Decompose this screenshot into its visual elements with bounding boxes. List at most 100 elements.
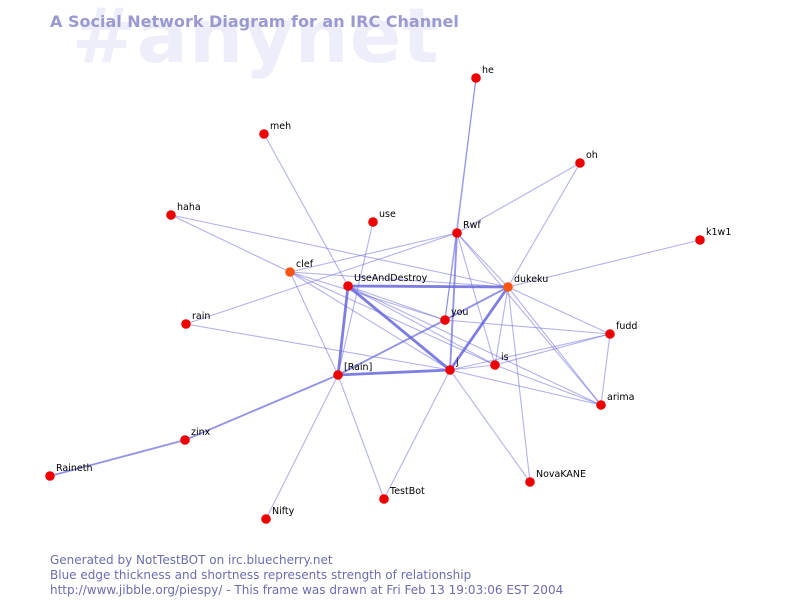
channel-watermark: #anynet bbox=[72, 0, 440, 80]
edge-clef-dukeku bbox=[289, 271, 509, 288]
edge-rain-j bbox=[337, 368, 451, 377]
node-use: use bbox=[368, 209, 396, 227]
node-dot-fudd bbox=[605, 329, 615, 339]
node-dot-j bbox=[445, 365, 455, 375]
edge-rwf-j bbox=[449, 232, 458, 371]
edge-dukeku-is bbox=[494, 286, 509, 366]
edge-dukeku-novakane bbox=[507, 286, 531, 483]
edge-rwf-is bbox=[456, 232, 496, 366]
node-label-rain: rain bbox=[192, 311, 210, 322]
node-label-rwf: Rwf bbox=[463, 220, 481, 231]
node-testbot: TestBot bbox=[379, 486, 425, 504]
edge-j-is bbox=[449, 364, 496, 371]
edge-clef-rain bbox=[289, 271, 339, 376]
node-dot-raineth bbox=[45, 471, 55, 481]
node-label-meh: meh bbox=[270, 121, 291, 132]
node-j: j bbox=[445, 357, 459, 375]
edge-rwf-dukeku bbox=[456, 232, 509, 288]
edge-rain-testbot bbox=[337, 374, 385, 500]
node-dot-nifty bbox=[261, 514, 271, 524]
node-label-you: you bbox=[451, 307, 468, 318]
node-nifty: Nifty bbox=[261, 506, 295, 524]
node-label-useanddestroy: UseAndDestroy bbox=[354, 273, 428, 284]
node-dot-haha bbox=[166, 210, 176, 220]
node-dot-is bbox=[490, 360, 500, 370]
node-label-use: use bbox=[379, 209, 396, 220]
node-label-dukeku: dukeku bbox=[514, 274, 548, 285]
footer-timestamp: http://www.jibble.org/piespy/ - This fra… bbox=[50, 583, 564, 597]
edge-you-dukeku bbox=[444, 286, 509, 321]
node-dukeku: dukeku bbox=[503, 274, 548, 292]
edge-j-testbot bbox=[383, 369, 451, 500]
node-label-he: he bbox=[482, 65, 494, 76]
node-dot-arima bbox=[596, 400, 606, 410]
node-haha: haha bbox=[166, 202, 201, 220]
node-zinx: zinx bbox=[180, 427, 211, 445]
node-label-nifty: Nifty bbox=[272, 506, 295, 517]
edge-rain-j bbox=[185, 323, 451, 371]
edge-use-rain bbox=[337, 221, 374, 376]
edge-is-fudd bbox=[494, 333, 611, 366]
node-dot-you bbox=[440, 315, 450, 325]
edge-useanddestroy-arima bbox=[347, 285, 602, 406]
node-dot-useanddestroy bbox=[343, 281, 353, 291]
footer-generated-by: Generated by NotTestBOT on irc.bluecherr… bbox=[50, 553, 333, 567]
edge-rwf-oh bbox=[456, 162, 581, 234]
edge-rain-nifty bbox=[265, 374, 339, 520]
edge-fudd-arima bbox=[600, 333, 611, 406]
node-k1w1: k1w1 bbox=[695, 227, 731, 245]
node-label-oh: oh bbox=[586, 150, 598, 161]
node-raineth: Raineth bbox=[45, 463, 92, 481]
footer-legend-note: Blue edge thickness and shortness repres… bbox=[50, 568, 472, 582]
diagram-title: A Social Network Diagram for an IRC Chan… bbox=[50, 12, 459, 31]
node-dot-zinx bbox=[180, 435, 190, 445]
edge-clef-is bbox=[289, 271, 496, 366]
node-label-k1w1: k1w1 bbox=[706, 227, 731, 238]
edge-dukeku-fudd bbox=[507, 286, 611, 335]
node-label-j: j bbox=[455, 357, 459, 368]
edge-haha-dukeku bbox=[170, 214, 509, 288]
node-dot-clef bbox=[285, 267, 295, 277]
node-dot-rwf bbox=[452, 228, 462, 238]
edge-zinx-raineth bbox=[49, 439, 186, 477]
node-arima: arima bbox=[596, 392, 634, 410]
node-oh: oh bbox=[575, 150, 598, 168]
edge-j-novakane bbox=[449, 369, 531, 483]
node-dot-meh bbox=[259, 129, 269, 139]
node-dot-oh bbox=[575, 158, 585, 168]
edge-rwf-clef bbox=[289, 232, 458, 273]
edge-meh-useanddestroy bbox=[263, 133, 349, 287]
node-novakane: NovaKANE bbox=[525, 469, 586, 487]
node-rain: [Rain] bbox=[333, 362, 372, 380]
node-dot-use bbox=[368, 217, 378, 227]
node-rwf: Rwf bbox=[452, 220, 481, 238]
edge-useanddestroy-dukeku bbox=[347, 284, 509, 289]
edge-useanddestroy-rain bbox=[336, 285, 350, 376]
node-label-fudd: fudd bbox=[616, 321, 637, 332]
node-dot-novakane bbox=[525, 477, 535, 487]
node-label-is: is bbox=[501, 352, 509, 363]
node-dot-testbot bbox=[379, 494, 389, 504]
node-dot-dukeku bbox=[503, 282, 513, 292]
node-label-raineth: Raineth bbox=[56, 463, 92, 474]
node-is: is bbox=[490, 352, 509, 370]
node-dot-rain bbox=[333, 370, 343, 380]
edge-j-fudd bbox=[449, 333, 611, 371]
node-dot-k1w1 bbox=[695, 235, 705, 245]
node-label-zinx: zinx bbox=[191, 427, 211, 438]
edge-layer bbox=[49, 77, 701, 520]
node-label-clef: clef bbox=[296, 259, 314, 270]
edge-oh-dukeku bbox=[507, 162, 581, 288]
edge-he-you bbox=[444, 77, 477, 321]
node-label-testbot: TestBot bbox=[389, 486, 425, 497]
edge-haha-clef bbox=[170, 214, 291, 273]
node-label-arima: arima bbox=[607, 392, 634, 403]
edge-rain-zinx bbox=[184, 374, 339, 441]
edge-useanddestroy-you bbox=[347, 285, 446, 321]
edge-k1w1-dukeku bbox=[507, 239, 701, 288]
node-dot-he bbox=[471, 73, 481, 83]
edge-rain-rwf bbox=[185, 232, 458, 325]
node-he: he bbox=[471, 65, 494, 83]
edge-you-fudd bbox=[444, 319, 611, 335]
node-label-rain: [Rain] bbox=[344, 362, 372, 373]
